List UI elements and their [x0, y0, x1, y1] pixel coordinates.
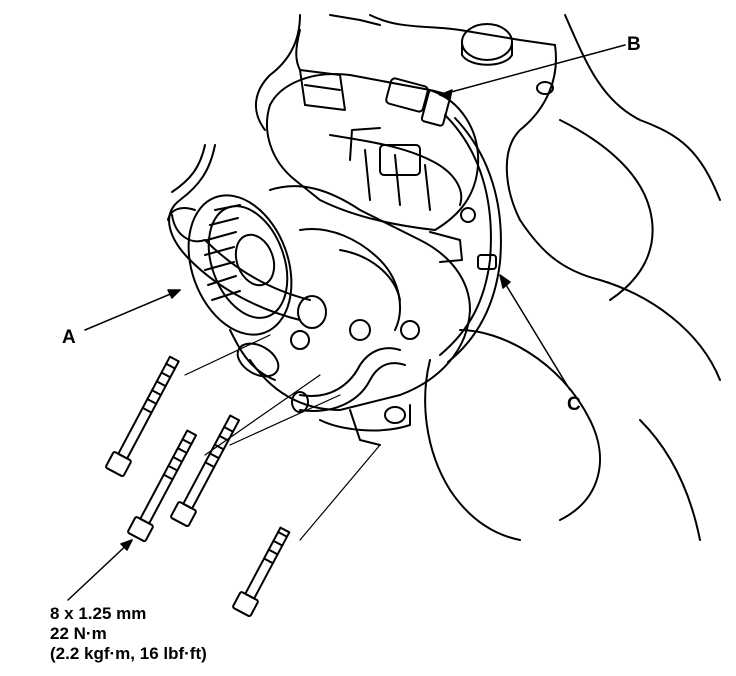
callout-a: A	[62, 327, 76, 348]
engine-block-outline	[254, 14, 721, 541]
harness-c	[439, 114, 502, 363]
reservoir-cap	[461, 23, 554, 95]
leader-line-spec	[67, 539, 133, 601]
bolt-2	[127, 429, 198, 543]
refrigerant-pipe	[291, 347, 406, 413]
bolt-size-label: 8 x 1.25 mm	[50, 604, 147, 623]
torque-alt-label: (2.2 kgf·m, 16 lbf·ft)	[50, 644, 207, 663]
leader-line-a	[84, 289, 181, 331]
hose-a	[167, 144, 327, 329]
upper-unit	[266, 73, 480, 263]
callout-c: C	[567, 394, 581, 415]
leader-line-b	[439, 44, 626, 100]
compressor-pulley	[187, 194, 293, 336]
alignment-lines	[184, 334, 381, 541]
torque-spec: 8 x 1.25 mm 22 N·m (2.2 kgf·m, 16 lbf·ft…	[50, 604, 207, 664]
bolt-3	[170, 414, 241, 528]
bolt-1	[105, 355, 180, 478]
leader-line-c	[499, 274, 571, 391]
connector-b	[295, 29, 452, 127]
callout-b: B	[627, 34, 641, 55]
bolt-4	[232, 526, 291, 618]
torque-nm-label: 22 N·m	[50, 624, 107, 643]
compressor-body	[229, 185, 471, 446]
